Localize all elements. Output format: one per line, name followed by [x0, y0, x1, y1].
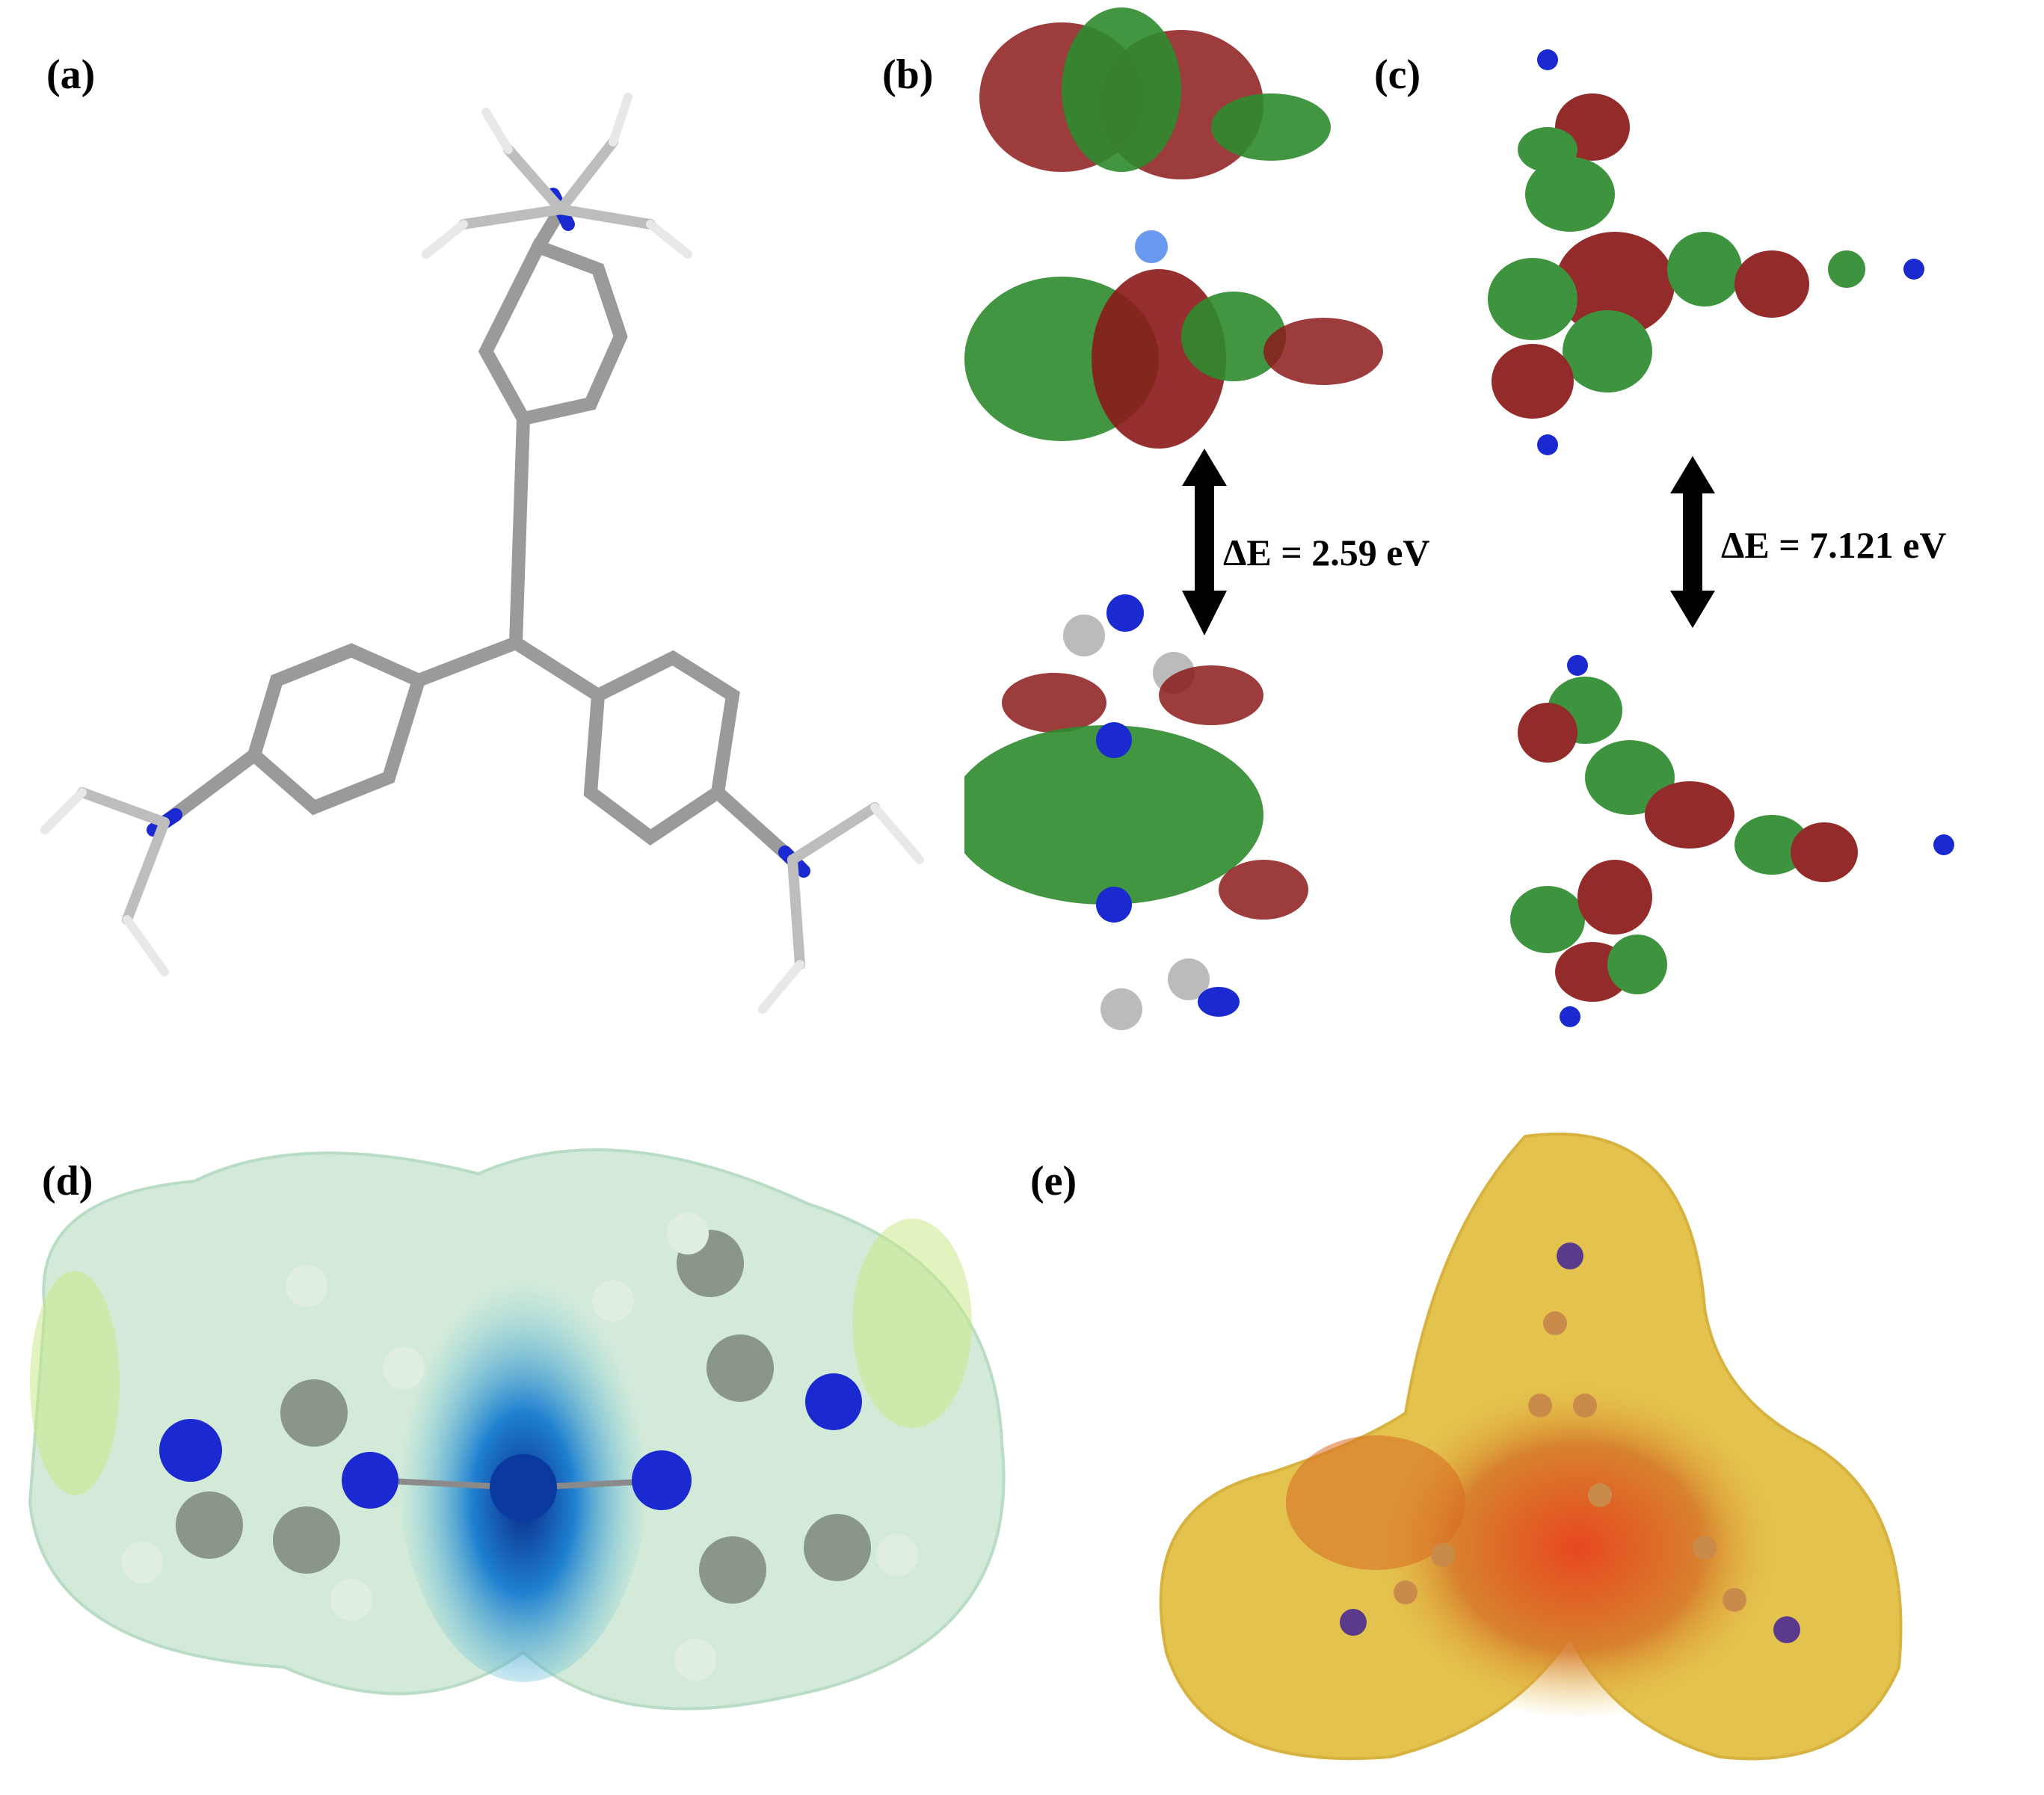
panel-d-mep-surface — [0, 1084, 1032, 1795]
panel-label-b: (b) — [882, 52, 934, 98]
panel-b-orbitals — [964, 0, 1383, 1084]
panel-c-orbitals — [1420, 0, 2044, 1084]
orbital-lobes-icon — [964, 7, 1383, 1030]
panel-label-a: (a) — [46, 52, 96, 98]
panel-label-d: (d) — [42, 1158, 93, 1204]
panel-label-c: (c) — [1374, 52, 1421, 98]
electrostatic-surface-icon — [1159, 1132, 1903, 1761]
energy-gap-c: ΔE = 7.121 eV — [1721, 524, 1947, 566]
panel-label-e: (e) — [1030, 1158, 1077, 1204]
electrostatic-surface-icon — [28, 1148, 1006, 1711]
double-arrow-icon — [1670, 456, 1715, 628]
double-arrow-icon — [1182, 449, 1227, 635]
panel-a-stick-model — [0, 0, 972, 1084]
orbital-lobes-icon — [1488, 49, 1954, 1027]
energy-gap-b: ΔE = 2.59 eV — [1223, 532, 1430, 573]
panel-e-mep-surface — [1121, 1084, 2044, 1795]
molecule-stick-icon — [40, 93, 924, 1014]
